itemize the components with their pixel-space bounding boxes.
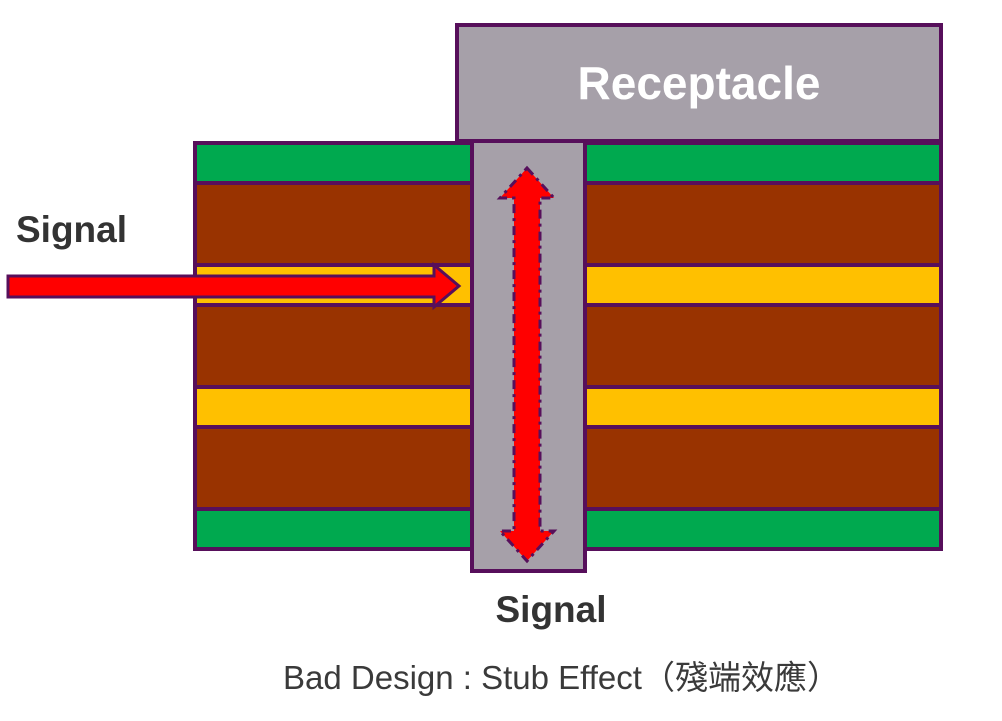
green-plane-bottom xyxy=(587,511,939,547)
signal-trace-layer xyxy=(587,267,939,303)
dielectric-2 xyxy=(587,307,939,385)
caption: Bad Design : Stub Effect（殘端效應） xyxy=(283,659,840,696)
green-plane-top xyxy=(197,145,470,181)
pcb-left-section xyxy=(193,141,474,551)
receptacle-box: Receptacle xyxy=(455,23,943,143)
dielectric-3 xyxy=(587,429,939,507)
via-stub-column xyxy=(470,143,587,573)
green-plane-bottom xyxy=(197,511,470,547)
dielectric-1 xyxy=(587,185,939,263)
signal-layer-2 xyxy=(587,389,939,425)
receptacle-label: Receptacle xyxy=(577,57,821,109)
pcb-right-section xyxy=(583,141,943,551)
green-plane-top xyxy=(587,145,939,181)
dielectric-1 xyxy=(197,185,470,263)
signal-bottom-label: Signal xyxy=(495,589,607,630)
signal-layer-2 xyxy=(197,389,470,425)
signal-left-label: Signal xyxy=(16,209,128,250)
dielectric-3 xyxy=(197,429,470,507)
dielectric-2 xyxy=(197,307,470,385)
signal-trace-layer xyxy=(197,267,470,303)
